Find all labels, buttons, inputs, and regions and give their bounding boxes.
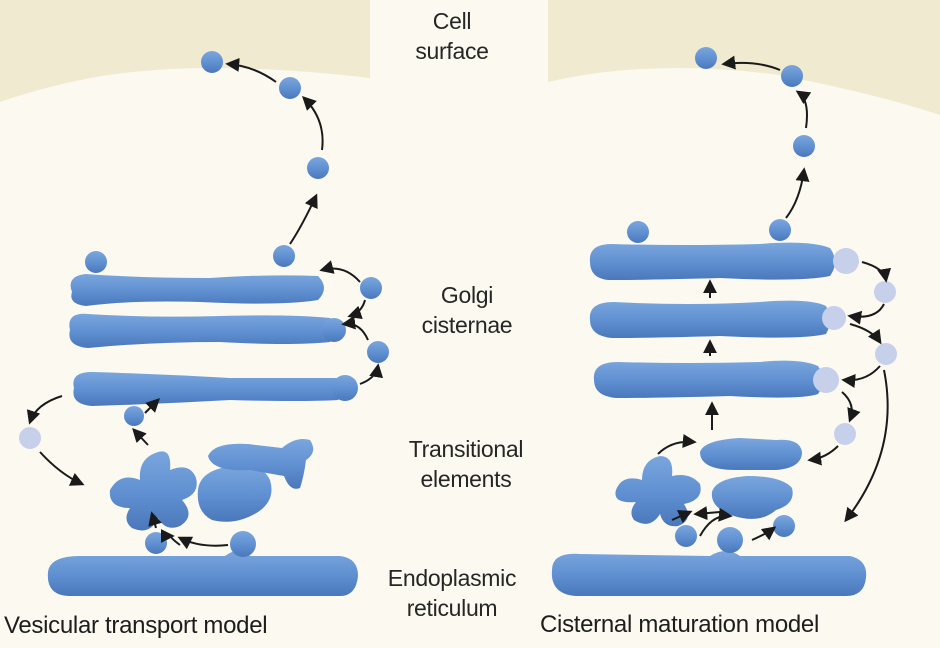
golgi-cisterna-left-3 [73, 372, 343, 406]
golgi-cisterna-right-1 [589, 242, 835, 280]
golgi-bud-right-1b [769, 219, 791, 241]
label-transitional-line2: elements [420, 466, 512, 492]
golgi-cisterna-right-2 [589, 300, 830, 338]
label-er-line2: reticulum [406, 595, 498, 621]
label-endoplasmic-reticulum: Endoplasmic reticulum [352, 563, 552, 623]
vesicle-left-5 [367, 341, 389, 363]
caption-cisternal-maturation-model: Cisternal maturation model [540, 611, 819, 638]
golgi-rim-left-2 [322, 318, 346, 342]
label-golgi-cisternae: Golgi cisternae [367, 280, 567, 340]
golgi-rim-right-3 [813, 367, 839, 393]
label-er-line1: Endoplasmic [387, 565, 517, 591]
label-transitional-elements: Transitional elements [366, 434, 566, 494]
label-transitional-line1: Transitional [408, 436, 524, 462]
label-golgi-line1: Golgi [440, 282, 494, 308]
golgi-bud-left-1b [273, 245, 295, 267]
cell-surface-right [548, 0, 940, 115]
golgi-cisterna-left-2 [69, 313, 336, 348]
vesicle-left-surface [201, 51, 223, 73]
vesicle-left-er-exit [145, 532, 167, 554]
arrows-left [26, 57, 384, 550]
golgi-bud-left-1a [85, 251, 107, 273]
cisternal-maturation-model [551, 47, 897, 596]
vesicle-left-2 [279, 77, 301, 99]
golgi-rim-right-1 [833, 248, 859, 274]
golgi-rim-left-3 [332, 375, 358, 401]
er-budding-vesicle-right [717, 527, 743, 553]
label-golgi-line2: cisternae [421, 312, 513, 338]
retrograde-vesicle-right-3 [834, 423, 856, 445]
cell-surface-left [0, 0, 370, 102]
retrograde-vesicle-right-1 [874, 281, 896, 303]
retrograde-vesicle-left [19, 427, 41, 449]
label-cell-surface-line2: surface [415, 38, 489, 64]
golgi-cisterna-left-1 [70, 274, 324, 306]
golgi-bud-right-1a [627, 221, 649, 243]
transitional-elements-left [109, 439, 314, 531]
golgi-cisterna-right-3 [593, 360, 823, 398]
vesicle-right-surface [695, 47, 717, 69]
label-cell-surface: Cell surface [352, 6, 552, 66]
vesicle-right-er-1 [675, 525, 697, 547]
vesicular-transport-model [19, 51, 389, 596]
golgi-rim-right-2 [822, 306, 846, 330]
er-membrane-left [47, 550, 358, 596]
caption-vesicular-transport-model: Vesicular transport model [4, 612, 268, 639]
vesicle-right-2 [781, 65, 803, 87]
vesicle-left-4 [360, 277, 382, 299]
vesicle-right-er-2 [773, 515, 795, 537]
er-membrane-right [551, 551, 867, 596]
vesicle-left-3 [307, 157, 329, 179]
er-budding-vesicle-left [230, 531, 256, 557]
arrows-right [657, 55, 892, 541]
retrograde-vesicle-right-2 [875, 343, 897, 365]
label-cell-surface-line1: Cell [432, 8, 472, 34]
vesicle-left-bottom-golgi [124, 406, 144, 426]
vesicle-right-3 [793, 135, 815, 157]
